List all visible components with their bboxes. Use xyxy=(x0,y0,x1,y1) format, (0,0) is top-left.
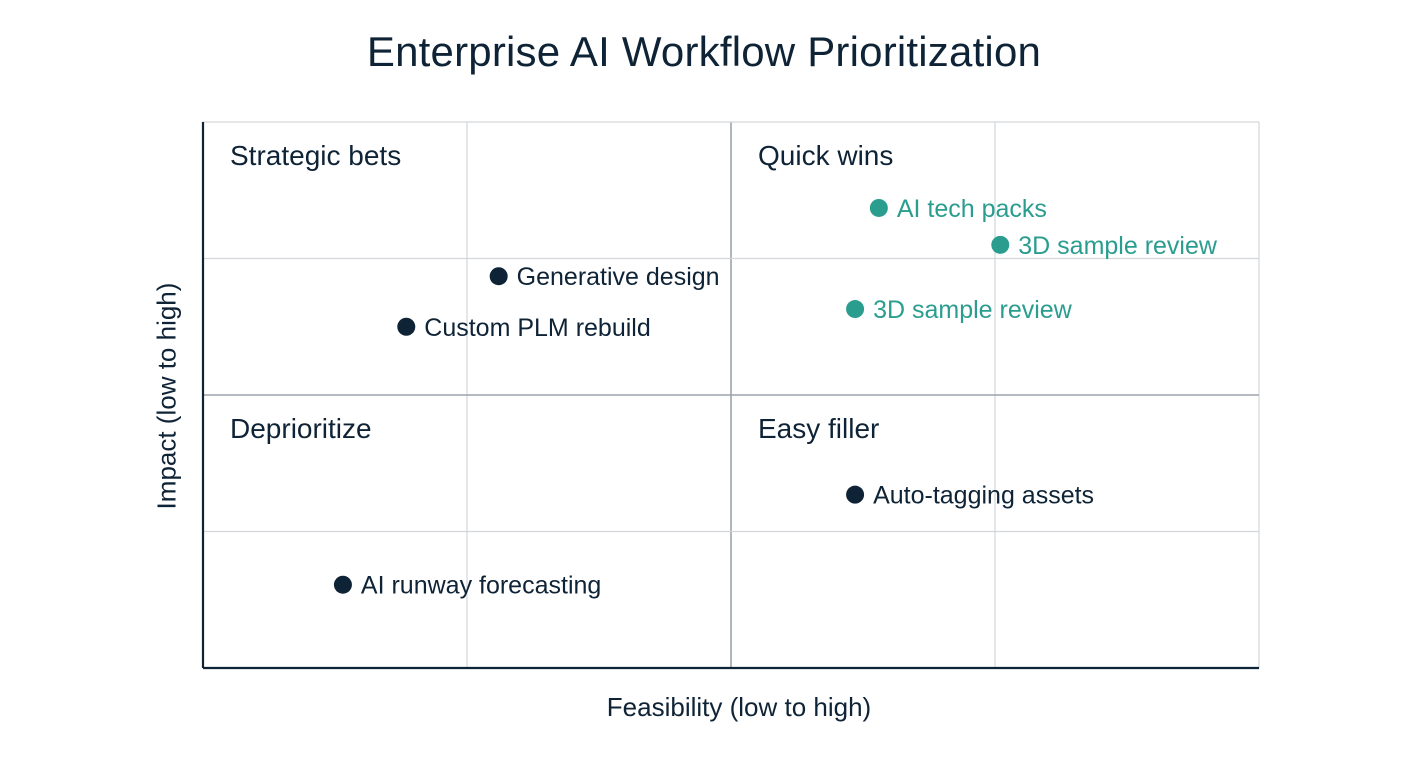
quadrant-label-strategic-bets: Strategic bets xyxy=(230,140,401,171)
point-label: Auto-tagging assets xyxy=(873,482,1094,510)
quadrant-label-easy-filler: Easy filler xyxy=(758,413,879,444)
quadrant-label-deprioritize: Deprioritize xyxy=(230,413,372,444)
quadrant-label-quick-wins: Quick wins xyxy=(758,140,893,171)
point-marker xyxy=(846,485,865,504)
point-label: Custom PLM rebuild xyxy=(424,314,650,342)
x-axis-label: Feasibility (low to high) xyxy=(606,692,872,722)
point-label: AI tech packs xyxy=(897,195,1047,223)
point-marker xyxy=(489,267,508,286)
data-points: AI tech packs 3D sample review 3D sample r… xyxy=(333,195,1218,600)
axes xyxy=(201,122,1259,670)
y-axis-label: Impact (low to high) xyxy=(151,282,182,510)
point-marker xyxy=(333,575,352,594)
point-label: AI runway forecasting xyxy=(361,572,601,600)
point-marker xyxy=(846,300,865,319)
point-marker xyxy=(869,198,888,217)
point-marker xyxy=(397,317,416,336)
chart-title: Enterprise AI Workflow Prioritization xyxy=(366,28,1042,75)
point-label: 3D sample review xyxy=(1018,232,1218,260)
point-marker xyxy=(991,235,1010,254)
grid-lines xyxy=(203,121,1260,668)
point-label: 3D sample review xyxy=(873,296,1073,324)
point-label: Generative design xyxy=(517,263,720,291)
